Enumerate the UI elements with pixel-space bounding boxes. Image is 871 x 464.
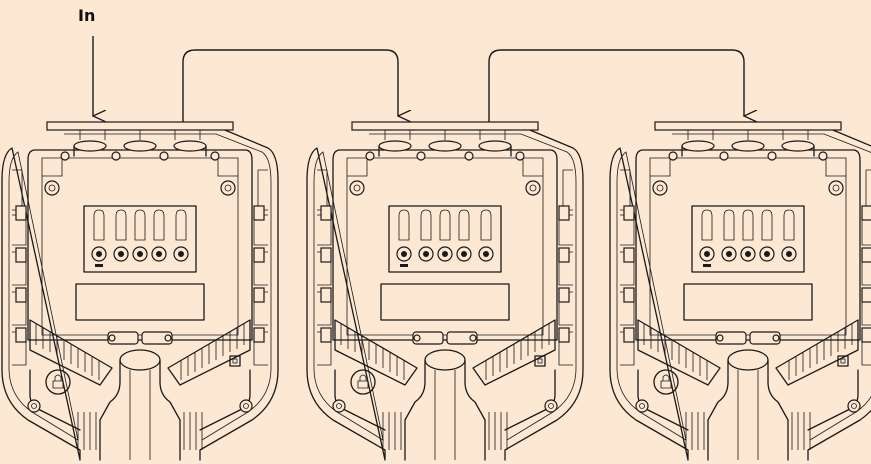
unit-1 [1, 121, 279, 461]
unit-3 [609, 121, 871, 461]
input-label: In [78, 6, 96, 25]
loop-wire-2-to-3 [488, 49, 744, 122]
unit-2 [306, 121, 584, 461]
loop-wire-1-to-2 [182, 49, 398, 122]
